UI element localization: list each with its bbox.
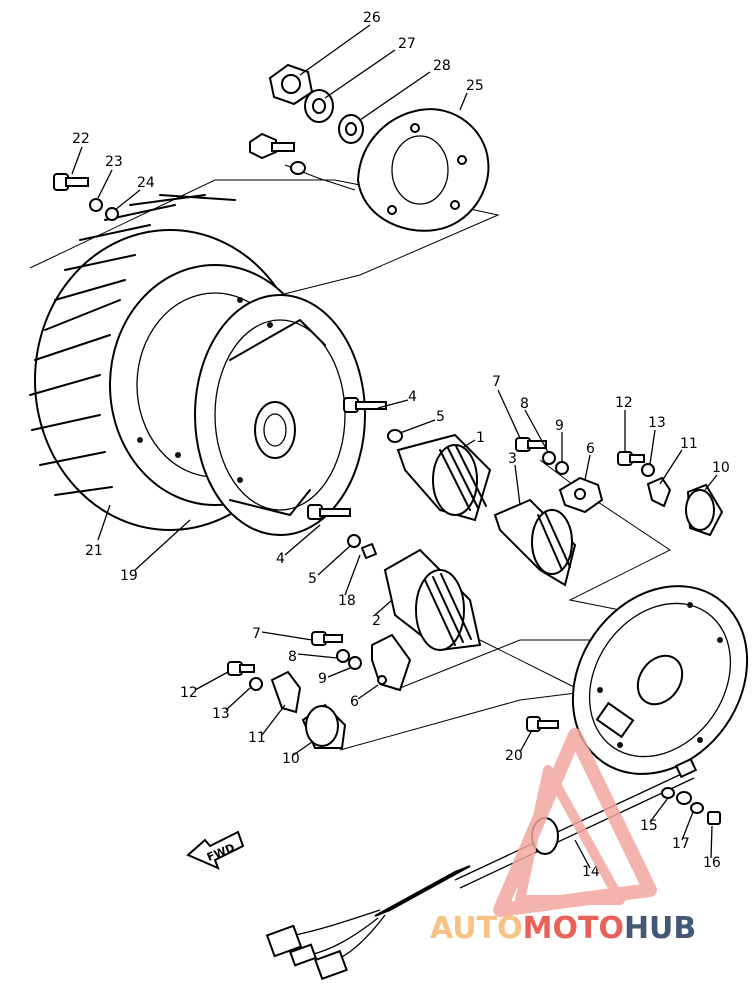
- base-plate: [526, 585, 749, 775]
- callout-19: 19: [120, 568, 138, 584]
- coil-1: [343, 397, 492, 522]
- callout-18: 18: [338, 593, 356, 609]
- callout-10b: 10: [282, 751, 300, 767]
- coil-2: [307, 504, 482, 652]
- callout-5b: 5: [308, 571, 317, 587]
- callout-13a: 13: [648, 415, 666, 431]
- callout-26: 26: [363, 10, 381, 26]
- callout-1: 1: [476, 430, 485, 446]
- stator-housing: [194, 294, 366, 536]
- lower-contact-set: [227, 631, 412, 749]
- callout-15: 15: [640, 818, 658, 834]
- callout-9a: 9: [555, 418, 564, 434]
- callout-6b: 6: [350, 694, 359, 710]
- callout-28: 28: [433, 58, 451, 74]
- callout-8a: 8: [520, 396, 529, 412]
- top-hardware: [249, 63, 490, 232]
- callout-5a: 5: [436, 409, 445, 425]
- watermark-text: AUTOMOTOHUB: [430, 911, 696, 946]
- callout-12b: 12: [180, 685, 198, 701]
- callout-6a: 6: [586, 441, 595, 457]
- leader-lines: [71, 24, 718, 869]
- callout-8b: 8: [288, 649, 297, 665]
- callout-17: 17: [672, 836, 690, 852]
- callout-numbers: 26 27 28 25 22 23 24 4 5 1 7 8 9 6 12 13…: [72, 10, 730, 880]
- upper-contact-set: [515, 437, 724, 537]
- callout-16: 16: [703, 855, 721, 871]
- callout-14: 14: [582, 864, 600, 880]
- callout-9b: 9: [318, 671, 327, 687]
- callout-12a: 12: [615, 395, 633, 411]
- callout-27: 27: [398, 36, 416, 52]
- callout-4b: 4: [276, 551, 285, 567]
- callout-2: 2: [372, 613, 381, 629]
- callout-13b: 13: [212, 706, 230, 722]
- watermark-logo: AUTOMOTOHUB: [430, 728, 696, 946]
- callout-7b: 7: [252, 626, 261, 642]
- forward-arrow: FWD: [186, 830, 245, 870]
- callout-7a: 7: [492, 374, 501, 390]
- bolt-22-set: [53, 173, 119, 221]
- callout-23: 23: [105, 154, 123, 170]
- callout-11b: 11: [248, 730, 266, 746]
- callout-3: 3: [508, 451, 517, 467]
- coil-3: [493, 498, 577, 587]
- callout-20: 20: [505, 748, 523, 764]
- callout-10a: 10: [712, 460, 730, 476]
- callout-21: 21: [85, 543, 103, 559]
- callout-22: 22: [72, 131, 90, 147]
- callout-4a: 4: [408, 389, 417, 405]
- callout-11a: 11: [680, 436, 698, 452]
- callout-25: 25: [466, 78, 484, 94]
- callout-24: 24: [137, 175, 155, 191]
